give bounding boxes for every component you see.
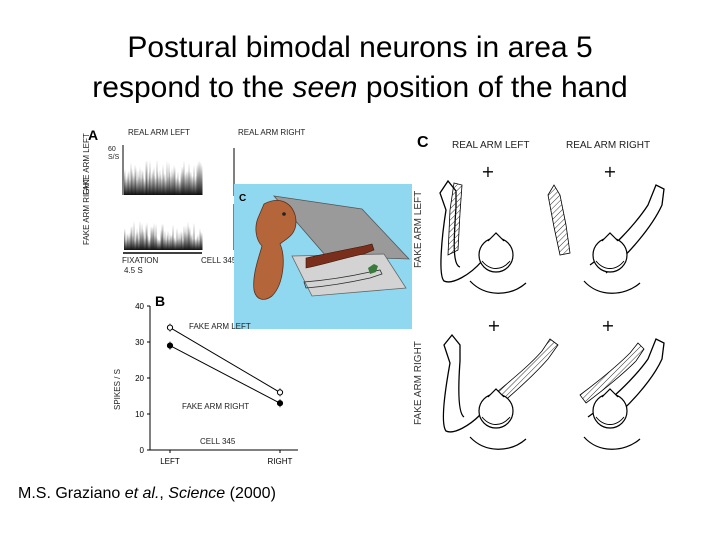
inset-illustration bbox=[234, 184, 412, 329]
y-tick-label: 10 bbox=[135, 410, 144, 419]
citation-etal: et al. bbox=[124, 485, 160, 502]
x-tick-label: LEFT bbox=[160, 457, 180, 466]
inset-letter: C bbox=[239, 193, 247, 204]
panel-a-letter: A bbox=[88, 127, 99, 143]
citation-journal: Science bbox=[168, 485, 226, 502]
panel-b-ylabel: SPIKES / S bbox=[113, 369, 122, 410]
panel-a-time: 4.5 S bbox=[124, 266, 143, 275]
data-point bbox=[276, 400, 284, 407]
panel-c-drawings: + + + + bbox=[439, 162, 665, 450]
fake-arm bbox=[305, 243, 375, 269]
monkey-figure bbox=[253, 199, 297, 300]
upper-screen-panel bbox=[272, 195, 410, 260]
panel-b-series-left-label: FAKE ARM LEFT bbox=[189, 322, 251, 331]
y-tick-label: 0 bbox=[140, 446, 145, 455]
panel-a-fixation: FIXATION bbox=[122, 256, 159, 265]
series-line-0 bbox=[169, 327, 281, 393]
panel-a-histograms bbox=[122, 145, 235, 254]
svg-text:+: + bbox=[487, 316, 500, 335]
panel-c-letter: C bbox=[417, 134, 429, 151]
slide-title-line2: respond to the seen position of the hand bbox=[0, 70, 720, 106]
title-part3: position of the hand bbox=[357, 71, 628, 104]
panel-b-letter: B bbox=[155, 293, 166, 309]
histogram-fake-left-real-left bbox=[124, 159, 203, 195]
histogram-fake-right-real-left bbox=[124, 220, 203, 250]
real-arm-outline bbox=[303, 269, 383, 289]
hand-marker bbox=[368, 264, 378, 274]
y-tick-label: 20 bbox=[135, 374, 144, 383]
drawing-fake-right-real-left: + bbox=[442, 316, 559, 450]
series-line-1 bbox=[169, 345, 281, 404]
panel-c-col-left: REAL ARM LEFT bbox=[452, 140, 530, 151]
panel-c-col-right: REAL ARM RIGHT bbox=[566, 140, 651, 151]
y-tick-label: 40 bbox=[135, 302, 144, 311]
title-part1: respond to the bbox=[92, 71, 293, 104]
drawing-fake-left-real-left: + bbox=[439, 162, 527, 294]
svg-text:+: + bbox=[481, 162, 494, 181]
panel-a-col-left: REAL ARM LEFT bbox=[128, 128, 190, 137]
drawing-fake-right-real-right: + bbox=[579, 316, 665, 450]
panel-a-scale: 60 S/S bbox=[108, 146, 120, 161]
data-point bbox=[166, 342, 174, 349]
monkey-eye bbox=[282, 212, 286, 216]
svg-text:+: + bbox=[601, 316, 614, 335]
citation-authors: M.S. Graziano bbox=[18, 485, 125, 502]
panel-a-col-right: REAL ARM RIGHT bbox=[238, 128, 306, 137]
data-point bbox=[166, 324, 174, 331]
title-emphasis: seen bbox=[292, 71, 358, 104]
panel-a-row-bottom: FAKE ARM RIGHT bbox=[82, 177, 91, 245]
panel-c-row-bottom: FAKE ARM RIGHT bbox=[413, 341, 424, 425]
x-tick-label: RIGHT bbox=[268, 457, 293, 466]
drawing-fake-left-real-right: + bbox=[547, 162, 665, 294]
panel-c-row-top: FAKE ARM LEFT bbox=[413, 190, 424, 268]
slide-title-line1: Postural bimodal neurons in area 5 bbox=[127, 31, 593, 64]
citation-sep: , bbox=[159, 485, 169, 502]
panel-a-cell: CELL 345 bbox=[201, 256, 237, 265]
data-point bbox=[276, 389, 284, 396]
citation: M.S. Graziano et al., Science (2000) bbox=[18, 485, 276, 503]
svg-text:+: + bbox=[603, 162, 616, 181]
panel-b-series-right-label: FAKE ARM RIGHT bbox=[182, 402, 250, 411]
panel-b-cell: CELL 345 bbox=[200, 437, 236, 446]
citation-year: (2000) bbox=[225, 485, 276, 502]
y-tick-label: 30 bbox=[135, 338, 144, 347]
